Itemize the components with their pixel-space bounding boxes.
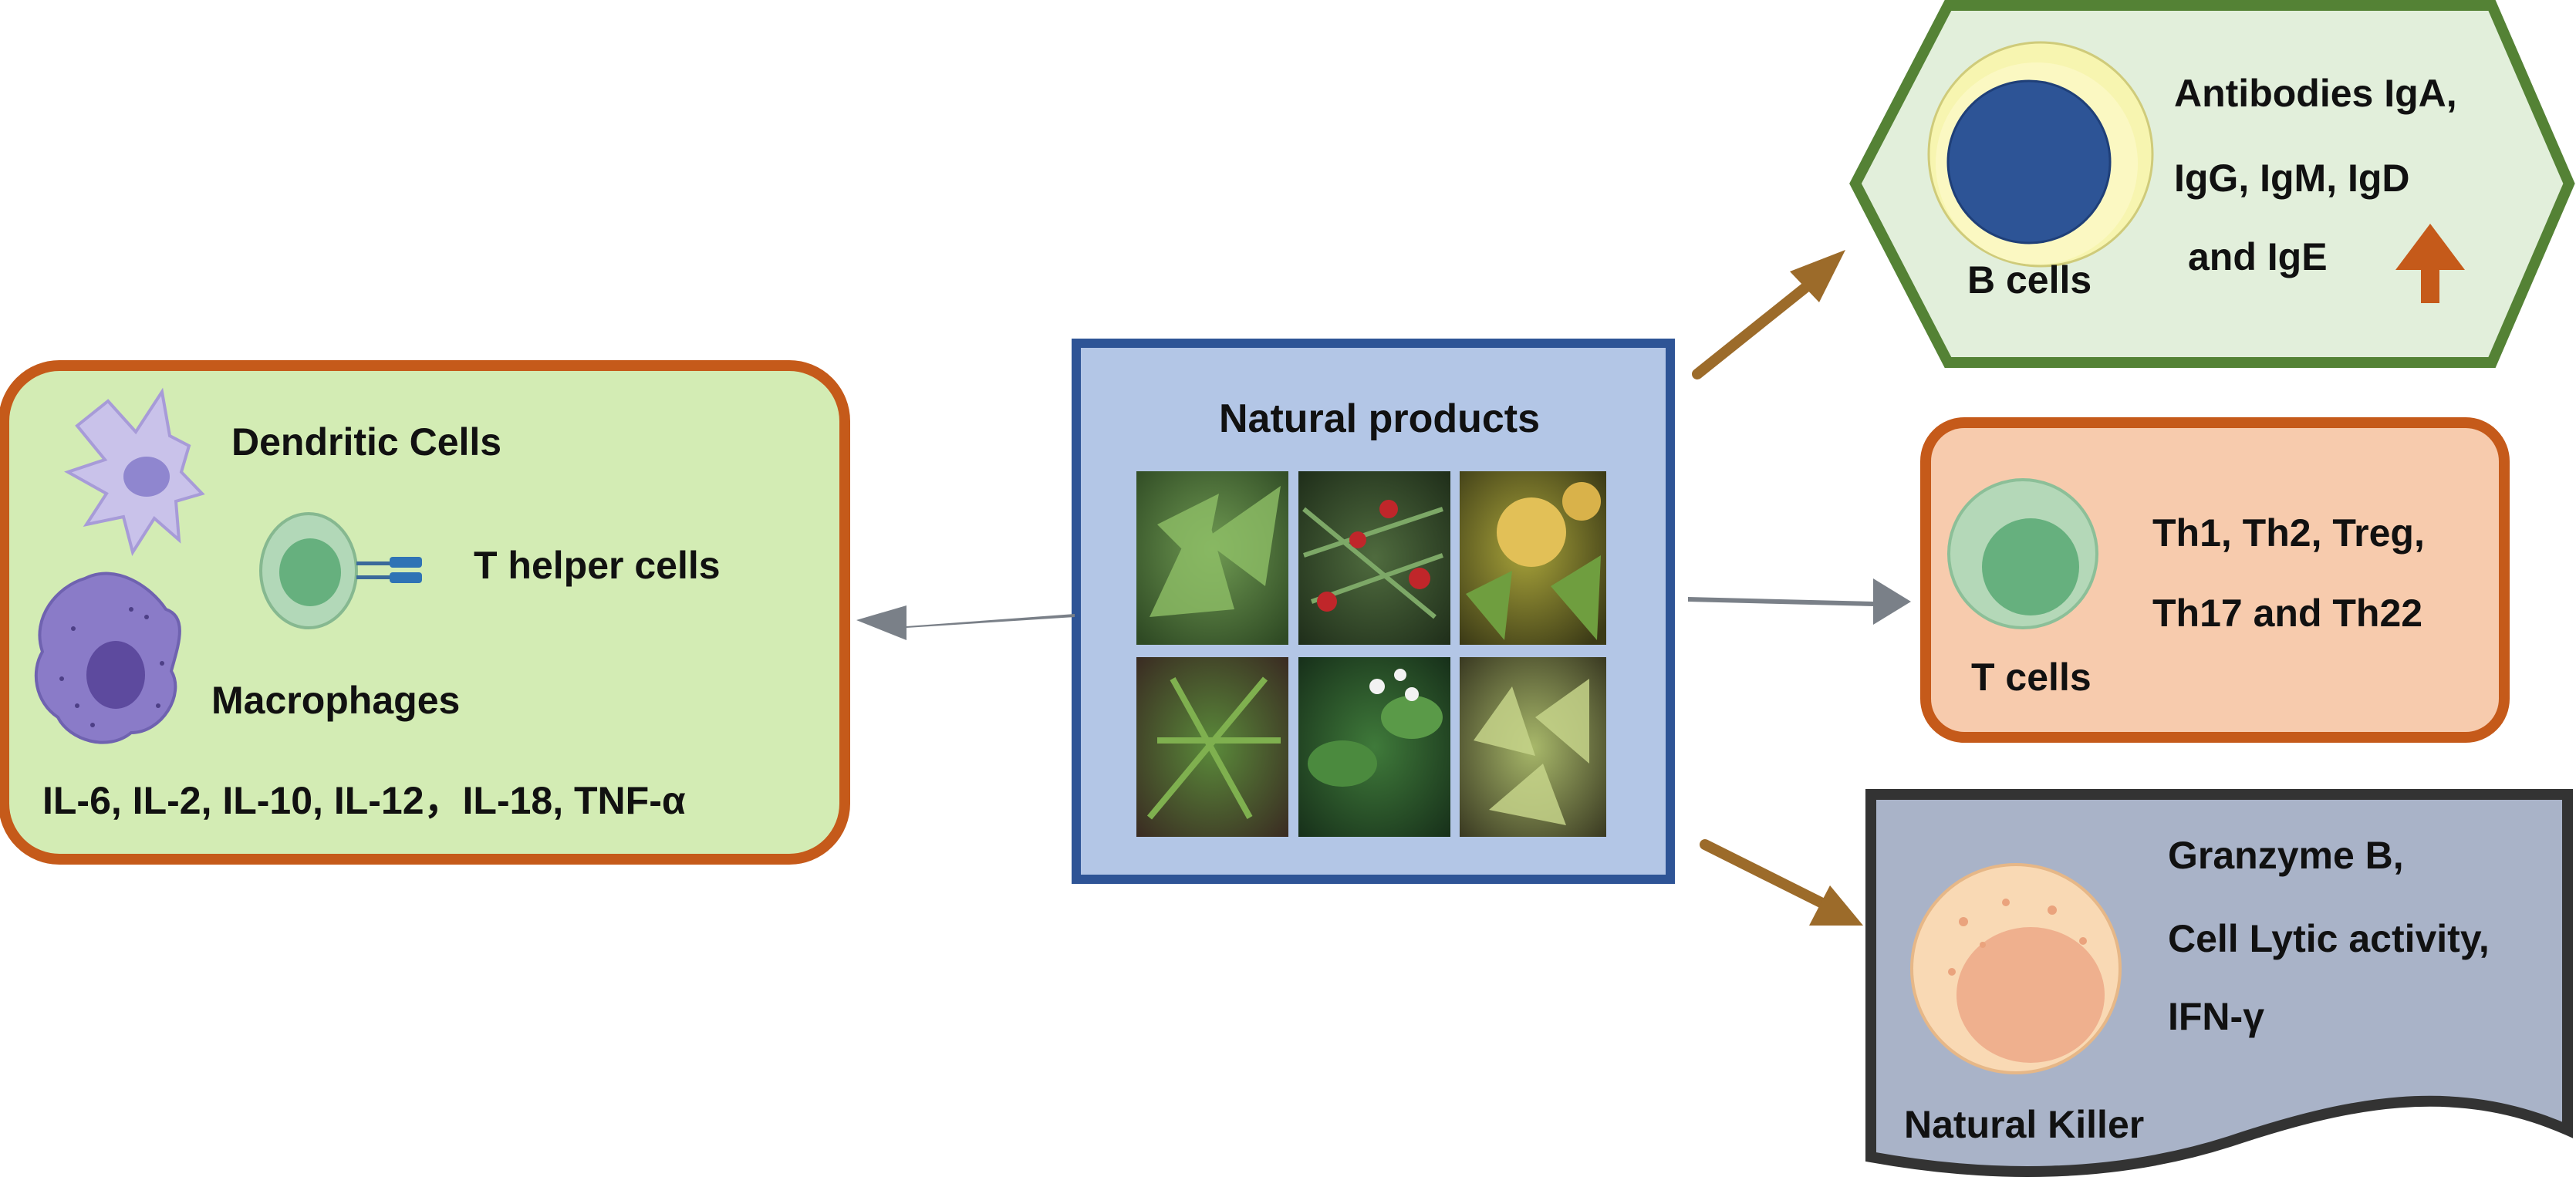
natural-products-title: Natural products [1219,396,1540,441]
b-cells-effect-line2: IgG, IgM, IgD [2174,157,2410,200]
plant-photo-6 [1460,657,1606,837]
arrow-to-b-cells-head [1790,250,1845,302]
nk-effect-line2: Cell Lytic activity, [2168,917,2490,960]
innate-cells-panel: Dendritic Cells T helper cells Macrophag… [0,360,850,865]
plant-photo-4 [1136,657,1288,837]
plant-photo-grid [1136,471,1606,837]
plant-photo-5 [1298,657,1450,837]
arrow-to-nk-cells [1700,839,1826,908]
innate-cells-box [0,360,850,865]
nk-effect-line3: IFN-γ [2168,995,2264,1038]
up-arrow-icon [2395,224,2465,303]
t-cells-effect-line2: Th17 and Th22 [2152,592,2422,635]
t-cell-icon [1947,478,2098,629]
b-cell-icon [1927,41,2154,268]
plant-photo-1 [1136,471,1288,645]
macrophages-label: Macrophages [211,679,460,722]
b-cells-effect-line3: and IgE [2188,235,2328,278]
nk-cells-label: Natural Killer [1904,1103,2144,1146]
arrow-to-nk-cells-head [1809,885,1863,926]
dendritic-cells-label: Dendritic Cells [231,420,501,464]
b-cells-label: B cells [1967,258,2092,302]
arrow-to-innate [856,605,1075,640]
nk-cell-icon [1910,863,2122,1074]
nk-cells-panel: Natural Killer Granzyme B, Cell Lytic ac… [1865,789,2573,1177]
b-cells-effect-line1: Antibodies IgA, [2174,72,2457,115]
b-cells-panel: B cells Antibodies IgA, IgG, IgM, IgD an… [1849,0,2575,368]
natural-products-panel: Natural products [1072,339,1675,884]
nk-effect-line1: Granzyme B, [2168,834,2404,877]
t-cells-label: T cells [1971,656,2092,699]
t-cells-panel: T cells Th1, Th2, Treg, Th17 and Th22 [1920,417,2510,743]
dendritic-cell-icon [64,387,205,556]
arrow-to-t-cells [1688,578,1911,625]
arrow-to-b-cells [1692,276,1818,379]
arrows [856,250,1911,926]
macrophage-icon [34,572,181,744]
t-cells-effect-line1: Th1, Th2, Treg, [2152,511,2425,555]
plant-photo-2 [1298,471,1450,645]
cytokine-list: IL-6, IL-2, IL-10, IL-12，IL-18, TNF-α [42,779,686,822]
t-helper-cell-icon [259,512,422,629]
plant-photo-3 [1460,471,1606,645]
t-helper-cells-label: T helper cells [474,544,721,587]
